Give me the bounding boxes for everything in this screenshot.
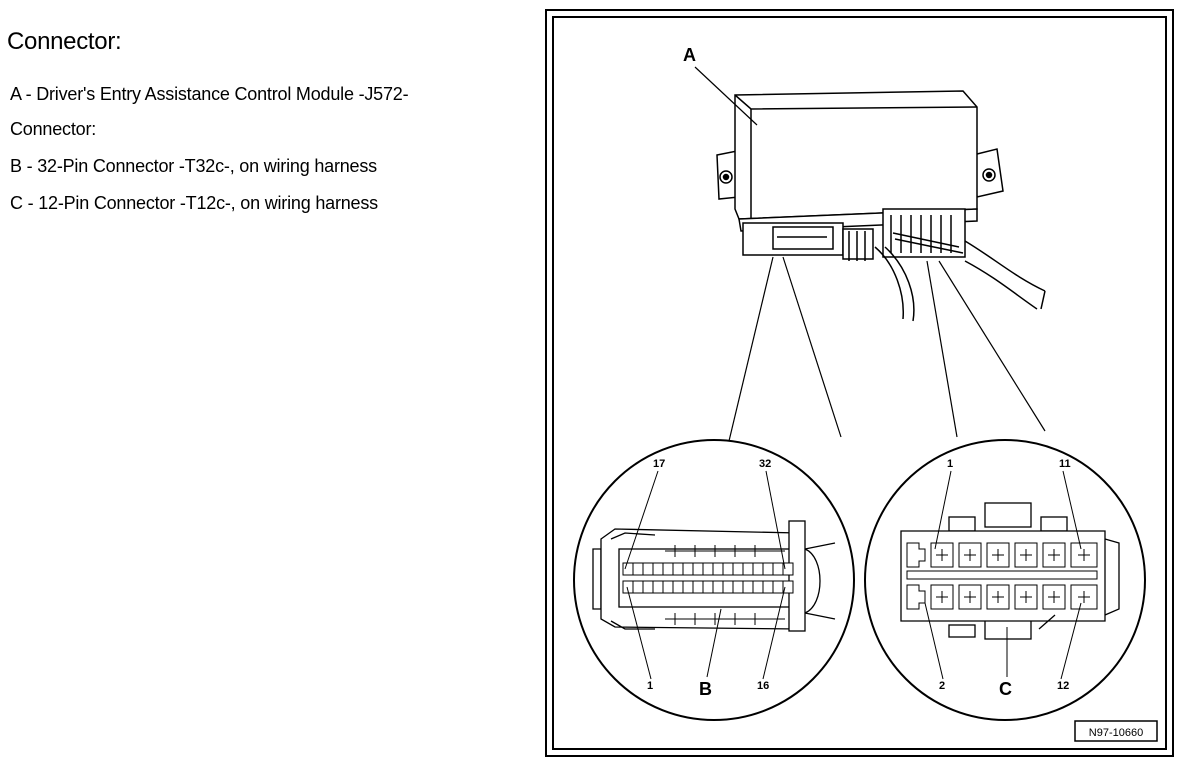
legend-item-c: C - 12-Pin Connector -T12c-, on wiring h…	[10, 193, 378, 213]
pin-b-17: 17	[653, 458, 665, 470]
figure-code: N97-10660	[1089, 727, 1143, 739]
legend-item-b: B - 32-Pin Connector -T32c-, on wiring h…	[10, 156, 377, 176]
zoom-lines	[728, 256, 1046, 442]
inner-frame	[552, 16, 1167, 750]
wiring-harness	[874, 240, 1046, 322]
pin-grid-b	[632, 545, 785, 625]
plug-b	[742, 222, 874, 261]
callout-a: A	[683, 45, 696, 65]
pin-c-12: 12	[1057, 680, 1069, 692]
diagram-svg: A	[545, 9, 1174, 757]
leaders-c	[924, 470, 1082, 680]
callout-c: C	[999, 679, 1012, 699]
detail-circle-b: 17 32 1 16 B	[573, 439, 855, 721]
detail-circle-c: 1 11 2 12 C	[864, 439, 1146, 721]
figure-code-box: N97-10660	[1074, 720, 1158, 742]
legend-item-a: A - Driver's Entry Assistance Control Mo…	[10, 84, 409, 104]
connector-figure: A	[545, 9, 1175, 758]
outer-frame	[545, 9, 1174, 757]
legend-item-a-connector: Connector:	[10, 119, 97, 139]
pin-c-2: 2	[939, 680, 945, 692]
page-title: Connector:	[7, 28, 122, 55]
pin-b-16: 16	[757, 680, 769, 692]
plug-c	[882, 208, 966, 258]
pin-b-1: 1	[647, 680, 653, 692]
control-module	[716, 90, 1004, 232]
leader-a	[694, 66, 758, 126]
callout-b: B	[699, 679, 712, 699]
pin-c-1: 1	[947, 458, 953, 470]
leaders-b	[624, 470, 786, 680]
pin-b-32: 32	[759, 458, 771, 470]
pin-c-11: 11	[1059, 458, 1071, 470]
legend-list: A - Driver's Entry Assistance Control Mo…	[10, 76, 409, 222]
